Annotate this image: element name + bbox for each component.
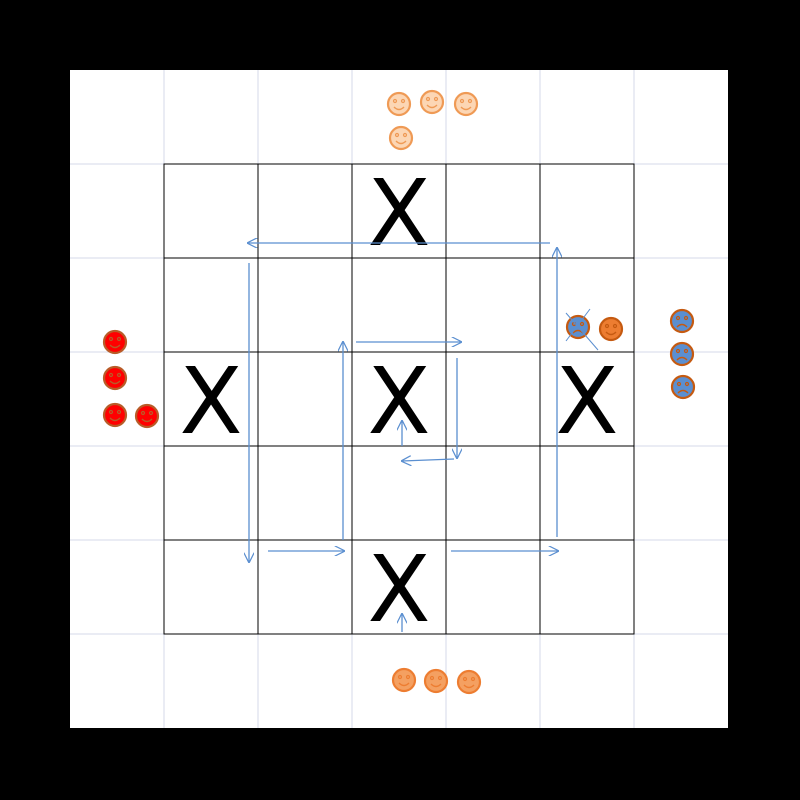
smiley-eye: [684, 381, 690, 387]
smiley-eye: [116, 409, 122, 415]
smiley-eye: [405, 674, 411, 680]
smiley-icon: [670, 374, 696, 400]
piece-top: [453, 91, 479, 117]
smiley-mouth: [109, 380, 121, 385]
smiley-eye: [683, 315, 689, 321]
smiley-eye: [108, 336, 114, 342]
smiley-eye: [612, 323, 618, 329]
smiley-eye: [683, 348, 689, 354]
smiley-eye: [579, 321, 585, 327]
piece-left: [134, 403, 160, 429]
smiley-eye: [108, 409, 114, 415]
smiley-icon: [102, 365, 128, 391]
player-pieces: [102, 89, 696, 695]
smiley-eye: [425, 96, 431, 102]
smiley-eye: [116, 372, 122, 378]
piece-left: [102, 402, 128, 428]
smiley-mouth: [463, 684, 475, 689]
smiley-icon: [134, 403, 160, 429]
smiley-eye: [675, 315, 681, 321]
smiley-mouth: [395, 140, 407, 145]
smiley-eye: [392, 98, 398, 104]
smiley-eye: [470, 676, 476, 682]
smiley-icon: [453, 91, 479, 117]
piece-left: [102, 365, 128, 391]
smiley-eye: [459, 98, 465, 104]
smiley-eye: [397, 674, 403, 680]
piece-bottom: [456, 669, 482, 695]
smiley-icon: [423, 668, 449, 694]
piece-right: [670, 374, 696, 400]
x-mark: X: [367, 160, 430, 267]
smiley-mouth: [676, 323, 688, 328]
x-mark: X: [555, 348, 618, 455]
smiley-mouth: [109, 344, 121, 349]
smiley-eye: [116, 336, 122, 342]
smiley-eye: [402, 132, 408, 138]
smiley-icon: [669, 341, 695, 367]
smiley-mouth: [605, 331, 617, 336]
smiley-mouth: [109, 417, 121, 422]
piece-left: [102, 329, 128, 355]
smiley-icon: [391, 667, 417, 693]
smiley-icon: [598, 316, 624, 342]
piece-top: [419, 89, 445, 115]
smiley-mouth: [677, 389, 689, 394]
smiley-icon: [102, 329, 128, 355]
piece-right: [669, 308, 695, 334]
smiley-eye: [140, 410, 146, 416]
smiley-icon: [419, 89, 445, 115]
smiley-icon: [456, 669, 482, 695]
x-mark: X: [179, 348, 242, 455]
smiley-eye: [400, 98, 406, 104]
movement-path: [248, 243, 558, 632]
cross-line: [565, 308, 591, 342]
smiley-eye: [675, 348, 681, 354]
x-mark: X: [367, 348, 430, 455]
piece-bottom: [423, 668, 449, 694]
board-cell: [539, 539, 635, 635]
smiley-icon: [669, 308, 695, 334]
path-arrow: [402, 459, 455, 461]
smiley-icon: [102, 402, 128, 428]
smiley-eye: [433, 96, 439, 102]
smiley-eye: [148, 410, 154, 416]
piece-top: [388, 125, 414, 151]
piece-right: [669, 341, 695, 367]
smiley-mouth: [398, 682, 410, 687]
smiley-mouth: [393, 106, 405, 111]
smiley-mouth: [141, 418, 153, 423]
smiley-icon: [386, 91, 412, 117]
play-grid: [163, 163, 635, 635]
smiley-eye: [429, 675, 435, 681]
smiley-mouth: [676, 356, 688, 361]
piece-right-inner: [598, 316, 624, 342]
smiley-mouth: [430, 683, 442, 688]
smiley-eye: [467, 98, 473, 104]
smiley-eye: [676, 381, 682, 387]
smiley-mouth: [426, 104, 438, 109]
x-mark: X: [367, 536, 430, 643]
smiley-eye: [604, 323, 610, 329]
piece-top: [386, 91, 412, 117]
smiley-eye: [394, 132, 400, 138]
piece-bottom: [391, 667, 417, 693]
smiley-icon: [388, 125, 414, 151]
cross-line: [565, 312, 599, 351]
smiley-eye: [462, 676, 468, 682]
smiley-eye: [437, 675, 443, 681]
smiley-mouth: [460, 106, 472, 111]
smiley-eye: [108, 372, 114, 378]
